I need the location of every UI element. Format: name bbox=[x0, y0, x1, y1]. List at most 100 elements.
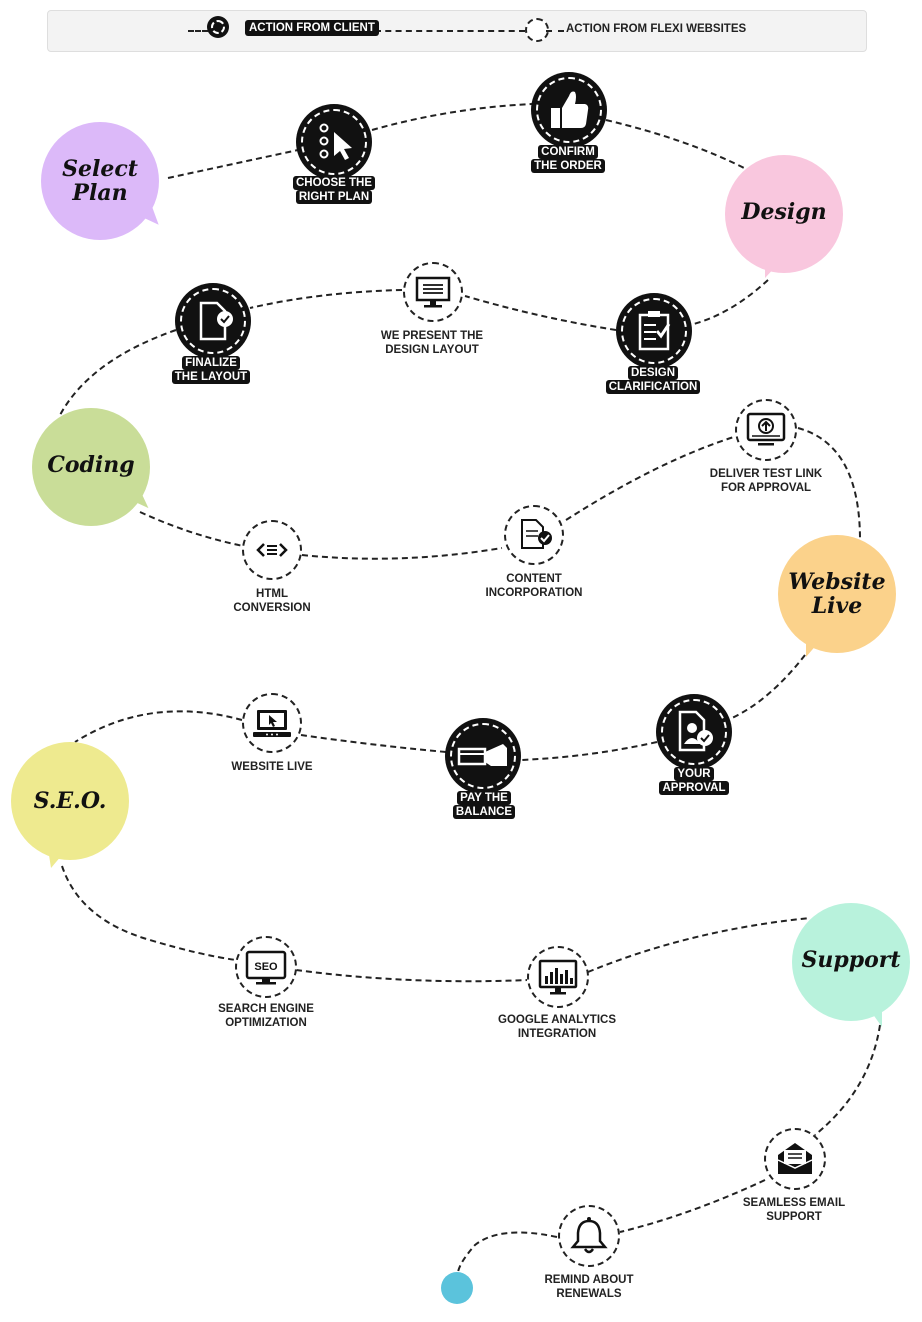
laptop-cursor-icon bbox=[242, 693, 302, 753]
bubble bbox=[11, 742, 129, 860]
label-line: FINALIZE bbox=[182, 356, 240, 370]
phase-label: Support bbox=[801, 947, 901, 973]
phase-support: Support bbox=[792, 903, 910, 1027]
label-line: YOUR bbox=[674, 767, 714, 781]
label-line: INTEGRATION bbox=[517, 1028, 597, 1040]
envelope-icon bbox=[764, 1128, 826, 1190]
label-line: CONTENT bbox=[506, 573, 562, 585]
legend: ACTION FROM CLIENT ACTION FROM FLEXI WEB… bbox=[47, 10, 867, 52]
label-line: RIGHT PLAN bbox=[295, 190, 373, 204]
label-line: WE PRESENT THE bbox=[380, 330, 484, 342]
phase-label: Website Live bbox=[788, 569, 886, 619]
label-line: DELIVER TEST LINK bbox=[709, 468, 823, 480]
phase-design: Design bbox=[725, 155, 843, 278]
upload-monitor-icon bbox=[735, 399, 797, 461]
step-label-pay-balance: PAY THE BALANCE bbox=[434, 791, 534, 819]
phase-website-live: Website Live bbox=[778, 535, 896, 657]
label-line: SEARCH ENGINE bbox=[218, 1003, 314, 1015]
bubble bbox=[725, 155, 843, 273]
laptop-glyph bbox=[253, 710, 291, 737]
legend-dash-line bbox=[546, 30, 564, 32]
step-label-seo: SEARCH ENGINE OPTIMIZATION bbox=[196, 1002, 336, 1030]
bubble bbox=[792, 903, 910, 1021]
step-label-html-conversion: HTML CONVERSION bbox=[222, 587, 322, 615]
label-line: CHOOSE THE bbox=[292, 176, 376, 190]
envelope-glyph bbox=[777, 1143, 813, 1174]
label-line: CONFIRM bbox=[538, 145, 598, 159]
list-cursor-glyph bbox=[319, 123, 352, 160]
card-hand-glyph bbox=[457, 744, 507, 766]
step-label-present-layout: WE PRESENT THE DESIGN LAYOUT bbox=[367, 329, 497, 357]
phase-label: Select Plan bbox=[62, 156, 138, 206]
profile-document-glyph bbox=[678, 710, 713, 752]
phase-label: S.E.O. bbox=[33, 788, 107, 814]
label-line: DESIGN LAYOUT bbox=[385, 344, 479, 356]
label-line: APPROVAL bbox=[659, 781, 729, 795]
bubble bbox=[41, 122, 159, 240]
monitor-icon bbox=[403, 262, 463, 322]
label-line: PAY THE bbox=[457, 791, 511, 805]
label-line: SUPPORT bbox=[766, 1211, 822, 1223]
seo-glyph: SEO bbox=[245, 950, 287, 985]
step-label-remind-renewals: REMIND ABOUT RENEWALS bbox=[524, 1273, 654, 1301]
code-glyph bbox=[256, 543, 288, 557]
bell-glyph bbox=[570, 1217, 608, 1254]
step-label-email-support: SEAMLESS EMAIL SUPPORT bbox=[724, 1196, 864, 1224]
label-line: THE ORDER bbox=[531, 159, 605, 173]
client-action-icon bbox=[207, 16, 229, 38]
document-check-icon bbox=[175, 283, 251, 359]
monitor-glyph bbox=[415, 276, 451, 308]
thumb-glyph bbox=[551, 91, 589, 128]
clipboard-glyph bbox=[638, 311, 671, 351]
label-line: WEBSITE LIVE bbox=[231, 761, 313, 773]
step-label-google-analytics: GOOGLE ANALYTICS INTEGRATION bbox=[482, 1013, 632, 1041]
label-line: SEAMLESS EMAIL bbox=[742, 1197, 846, 1209]
label-line: OPTIMIZATION bbox=[225, 1017, 307, 1029]
upload-glyph bbox=[746, 412, 786, 446]
label-line: REMIND ABOUT bbox=[544, 1274, 634, 1286]
label-line: FOR APPROVAL bbox=[720, 482, 812, 494]
label-line: BALANCE bbox=[452, 805, 516, 819]
phase-label: Coding bbox=[47, 452, 135, 478]
code-icon bbox=[242, 520, 302, 580]
phase-select-plan: Select Plan bbox=[41, 122, 159, 240]
seo-monitor-icon: SEO bbox=[235, 936, 297, 998]
bubble bbox=[778, 535, 896, 653]
step-label-website-live: WEBSITE LIVE bbox=[217, 760, 327, 774]
legend-dash-line bbox=[375, 30, 525, 32]
bubble bbox=[32, 408, 150, 526]
step-label-finalize-layout: FINALIZE THE LAYOUT bbox=[161, 356, 261, 384]
step-label-your-approval: YOUR APPROVAL bbox=[644, 767, 744, 795]
legend-dash-line bbox=[188, 30, 208, 32]
label-line: CLARIFICATION bbox=[605, 380, 701, 394]
step-label-choose-plan: CHOOSE THE RIGHT PLAN bbox=[284, 176, 384, 204]
document-glyph bbox=[521, 519, 552, 549]
label-line: GOOGLE ANALYTICS bbox=[498, 1014, 616, 1026]
seo-icon-text: SEO bbox=[254, 961, 278, 973]
label-line: HTML bbox=[256, 588, 288, 600]
step-label-confirm-order: CONFIRM THE ORDER bbox=[518, 145, 618, 173]
document-check-icon bbox=[504, 505, 564, 565]
payment-icon bbox=[445, 718, 521, 794]
document-glyph bbox=[199, 301, 233, 341]
phase-seo: S.E.O. bbox=[11, 742, 129, 868]
phase-coding: Coding bbox=[32, 408, 150, 526]
label-line: RENEWALS bbox=[556, 1288, 622, 1300]
bell-icon bbox=[558, 1205, 620, 1267]
legend-client-label: ACTION FROM CLIENT bbox=[245, 20, 379, 36]
bar-chart-glyph bbox=[538, 959, 578, 995]
clipboard-check-icon bbox=[616, 293, 692, 369]
phase-label: Design bbox=[741, 199, 827, 225]
approval-icon bbox=[656, 694, 732, 770]
choose-plan-icon bbox=[296, 104, 372, 180]
end-point-dot bbox=[441, 1272, 473, 1304]
label-line: THE LAYOUT bbox=[171, 370, 251, 384]
label-line: DESIGN bbox=[627, 366, 679, 380]
step-label-content-incorporation: CONTENT INCORPORATION bbox=[474, 572, 594, 600]
step-label-design-clarification: DESIGN CLARIFICATION bbox=[593, 366, 713, 394]
step-label-deliver-test-link: DELIVER TEST LINK FOR APPROVAL bbox=[696, 467, 836, 495]
legend-flexi-label: ACTION FROM FLEXI WEBSITES bbox=[566, 23, 747, 35]
label-line: CONVERSION bbox=[233, 602, 311, 614]
